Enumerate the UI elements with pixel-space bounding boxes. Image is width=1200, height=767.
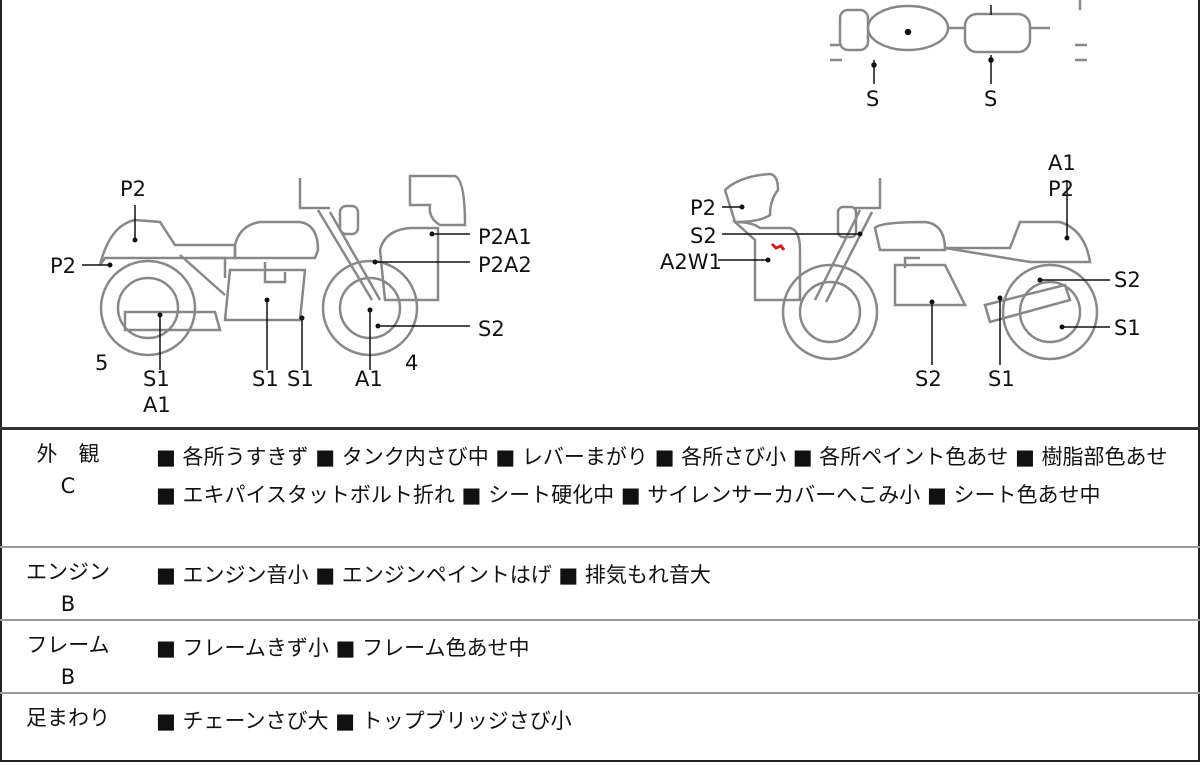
table-row-frame: フレーム B ■ フレームきず小 ■ フレーム色あせ中 [0,621,1200,694]
label-s2-shock: S2 [1114,268,1141,292]
right-side-bike [723,172,1099,361]
row-header: エンジン B [0,556,136,620]
label-p2-rear: P2 [50,254,77,278]
row-items: ■ チェーンさび大 ■ トップブリッジさび小 [156,709,572,733]
label-p2-rear-top: P2 [120,177,147,201]
row-grade: B [60,665,76,689]
damage-mark [770,242,786,251]
row-header: フレーム B [0,629,136,693]
row-items: ■ フレームきず小 ■ フレーム色あせ中 [156,636,530,660]
row-label: 足まわり [26,706,110,730]
label-a1-rear: A1 [143,393,171,417]
top-view-bike [830,0,1087,62]
label-s1-wheel: S1 [1114,316,1141,340]
label-s2-front: S2 [478,317,505,341]
condition-table: 外 観 C ■ 各所うすきず ■ タンク内さび中 ■ レバーまがり ■ 各所さび小… [0,427,1200,767]
row-header: 足まわり [0,702,136,734]
label-s1-exhaust: S1 [287,367,314,391]
label-s1-rear: S1 [143,367,170,391]
table-row-suspension: 足まわり ■ チェーンさび大 ■ トップブリッジさび小 [0,694,1200,767]
row-grade: C [60,474,76,498]
left-bike-leaders [82,205,470,370]
row-label: 外 観 [36,442,100,466]
label-a1-tail: A1 [1048,151,1076,175]
row-header: 外 観 C [0,438,136,502]
label-top-s-right: S [984,87,998,111]
motorcycle-diagram [82,0,1110,370]
left-side-bike [98,174,467,357]
table-row-engine: エンジン B ■ エンジン音小 ■ エンジンペイントはげ ■ 排気もれ音大 [0,548,1200,621]
label-top-s-left: S [866,87,880,111]
label-s2-engine: S2 [915,367,942,391]
label-p2a1: P2A1 [478,225,532,249]
label-s1-engine: S1 [252,367,279,391]
label-a1-front: A1 [355,367,383,391]
label-num4: 4 [405,351,419,375]
label-s1-frame: S1 [988,367,1015,391]
label-a2w1: A2W1 [660,250,722,274]
table-row-exterior: 外 観 C ■ 各所うすきず ■ タンク内さび中 ■ レバーまがり ■ 各所さび小… [0,430,1200,548]
label-p2-fairing: P2 [690,196,717,220]
row-items: ■ エンジン音小 ■ エンジンペイントはげ ■ 排気もれ音大 [156,563,711,587]
right-bike-leaders [718,180,1110,365]
top-view-leaders [871,5,994,84]
row-label: エンジン [26,560,110,584]
label-p2a2: P2A2 [478,253,532,277]
label-num5: 5 [95,351,109,375]
row-label: フレーム [26,633,110,657]
row-items: ■ 各所うすきず ■ タンク内さび中 ■ レバーまがり ■ 各所さび小 ■ 各所… [156,445,1168,507]
label-p2-tail: P2 [1048,177,1075,201]
row-grade: B [60,592,76,616]
label-s2-fork: S2 [690,224,717,248]
